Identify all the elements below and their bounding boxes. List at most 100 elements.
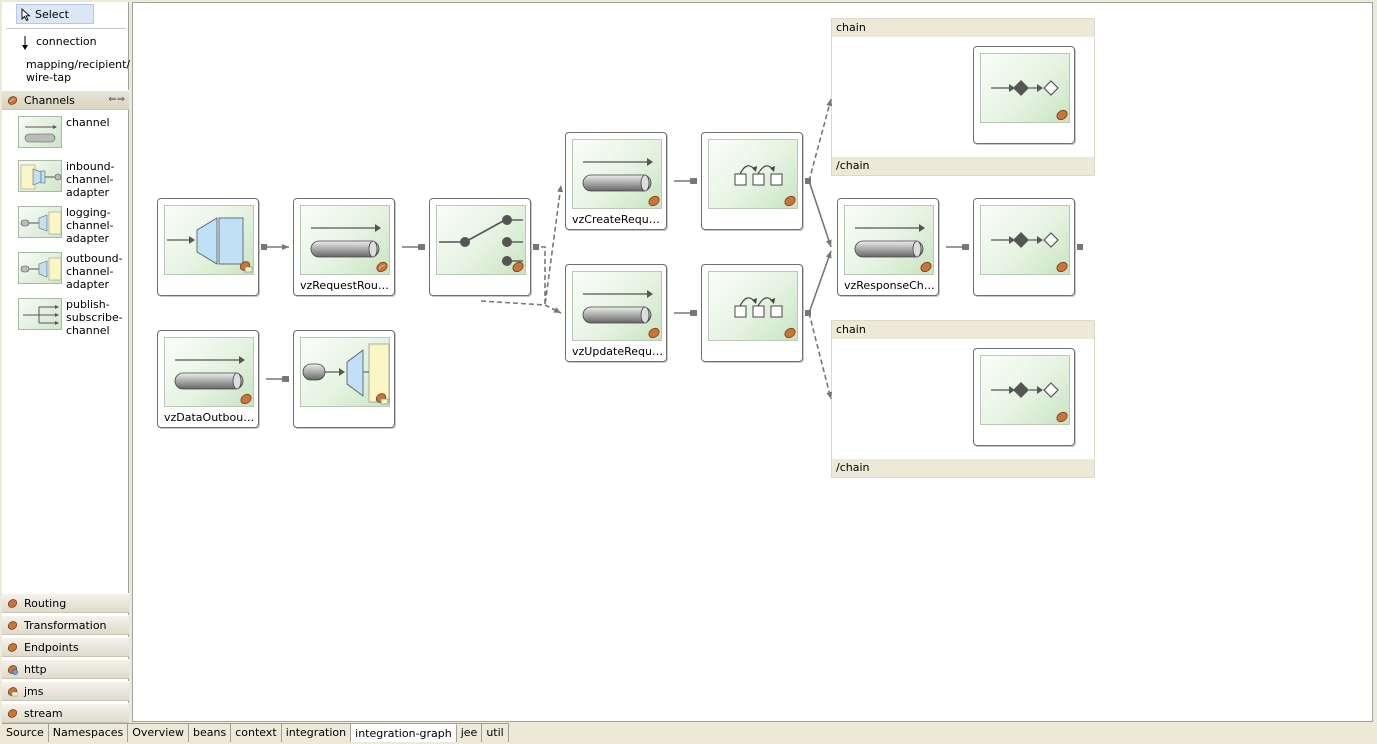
- create-request-channel-node[interactable]: vzCreateReque...: [565, 132, 667, 230]
- palette-item-label: publish- subscribe- channel: [66, 298, 123, 337]
- channel-figure: [844, 205, 934, 275]
- channels-drawer-label: Channels: [24, 93, 75, 107]
- palette-item-inbound-channel-adapter[interactable]: inbound- channel- adapter: [18, 160, 126, 199]
- chain-header: chain: [832, 19, 1094, 37]
- drawer-label: Routing: [24, 596, 67, 610]
- mapping-tool[interactable]: mapping/recipient/ wire-tap: [20, 58, 130, 84]
- drawer-routing[interactable]: Routing: [2, 593, 129, 613]
- select-tool[interactable]: Select: [16, 4, 94, 24]
- drawer-label: Transformation: [24, 618, 107, 632]
- drawer-http[interactable]: http: [2, 659, 129, 679]
- connection-tool-label: connection: [36, 35, 97, 48]
- chain-footer: /chain: [832, 157, 1094, 175]
- globe-bean-icon: [7, 664, 18, 675]
- palette-item-logging-channel-adapter[interactable]: logging- channel- adapter: [18, 206, 126, 245]
- service-activator-figure: [980, 355, 1070, 425]
- drawer-endpoints[interactable]: Endpoints: [2, 637, 129, 657]
- drawer-label: jms: [24, 684, 44, 698]
- edge-splitter-to-chain-bottom[interactable]: [808, 312, 833, 400]
- chain-service-activator-node-top[interactable]: [973, 46, 1075, 144]
- bean-badge-icon: [240, 393, 252, 405]
- tab-integration-graph[interactable]: integration-graph: [351, 724, 457, 742]
- solid-arrow-down-icon: [22, 36, 28, 50]
- bean-badge-icon: [1056, 261, 1068, 273]
- bean-badge-icon: [784, 195, 796, 207]
- node-caption: vzResponseCha...: [844, 279, 936, 292]
- bean-mail-badge-icon: [239, 261, 253, 273]
- node-caption: vzUpdateReque...: [572, 345, 664, 358]
- bean-badge-icon: [1056, 411, 1068, 423]
- bean-badge-icon: [784, 327, 796, 339]
- tab-beans[interactable]: beans: [189, 724, 232, 742]
- inbound-channel-adapter-node[interactable]: [157, 198, 259, 296]
- bean-badge-icon: [648, 327, 660, 339]
- bean-icon: [7, 620, 18, 630]
- palette-item-label: outbound- channel- adapter: [66, 252, 123, 291]
- channel-figure: [572, 139, 662, 209]
- bean-badge-icon: [376, 261, 388, 273]
- drawer-label: stream: [24, 706, 63, 720]
- drawer-label: Endpoints: [24, 640, 79, 654]
- edge-router-to-update[interactable]: [480, 300, 562, 314]
- channel-figure: [572, 271, 662, 341]
- bean-icon: [7, 95, 18, 105]
- tab-util[interactable]: util: [482, 724, 509, 742]
- palette-item-label: channel: [66, 116, 110, 129]
- splitter-node-top[interactable]: [701, 132, 803, 230]
- palette-item-label: logging- channel- adapter: [66, 206, 114, 245]
- palette-item-label: inbound- channel- adapter: [66, 160, 115, 199]
- collapse-arrows-icon[interactable]: ⇐⇒: [108, 94, 125, 105]
- select-tool-label: Select: [35, 7, 69, 21]
- splitter-figure: [708, 271, 798, 341]
- channels-drawer-header[interactable]: Channels ⇐⇒: [2, 90, 129, 110]
- palette-item-channel[interactable]: channel: [18, 116, 126, 148]
- inbound-adapter-thumb: [18, 160, 62, 192]
- outbound-channel-adapter-node[interactable]: [293, 330, 395, 428]
- service-activator-figure: [980, 205, 1070, 275]
- update-request-channel-node[interactable]: vzUpdateReque...: [565, 264, 667, 362]
- bean-badge-icon: [920, 261, 932, 273]
- edge-splitter-top-to-response[interactable]: [808, 180, 832, 248]
- splitter-figure: [708, 139, 798, 209]
- chain-service-activator-node-bottom[interactable]: [973, 348, 1075, 446]
- router-node[interactable]: [429, 198, 531, 296]
- chain-footer: /chain: [832, 459, 1094, 477]
- mail-bean-icon: [7, 686, 18, 696]
- splitter-node-bottom[interactable]: [701, 264, 803, 362]
- drawer-stream[interactable]: stream: [2, 703, 129, 723]
- edge-splitter-bottom-to-response[interactable]: [808, 250, 832, 314]
- integration-graph-canvas[interactable]: chain /chain chain /chain: [132, 2, 1373, 722]
- request-router-channel-node[interactable]: vzRequestRout...: [293, 198, 395, 296]
- palette-separator: [6, 28, 126, 29]
- tab-namespaces[interactable]: Namespaces: [48, 724, 129, 742]
- drawer-transformation[interactable]: Transformation: [2, 615, 129, 635]
- bean-mail-badge-icon: [375, 393, 389, 405]
- bean-badge-icon: [512, 261, 524, 273]
- data-outbound-channel-node[interactable]: vzDataOutboun...: [157, 330, 259, 428]
- response-channel-node[interactable]: vzResponseCha...: [837, 198, 939, 296]
- channel-figure: [164, 337, 254, 407]
- edge-splitter-to-chain-top[interactable]: [808, 98, 833, 182]
- bean-icon: [7, 708, 18, 718]
- outbound-adapter-thumb: [18, 252, 62, 284]
- channel-figure: [300, 205, 390, 275]
- inbound-adapter-figure: [164, 205, 254, 275]
- service-activator-node[interactable]: [973, 198, 1075, 296]
- channel-thumb: [18, 116, 62, 148]
- drawer-jms[interactable]: jms: [2, 681, 129, 701]
- palette: Select connection mapping/recipient/ wir…: [2, 2, 130, 723]
- palette-item-publish-subscribe-channel[interactable]: publish- subscribe- channel: [18, 298, 126, 337]
- tab-jee[interactable]: jee: [456, 724, 483, 742]
- connection-tool[interactable]: connection: [20, 35, 125, 51]
- connection-layer: [261, 98, 1083, 400]
- palette-item-outbound-channel-adapter[interactable]: outbound- channel- adapter: [18, 252, 126, 291]
- router-figure: [436, 205, 526, 275]
- tab-overview[interactable]: Overview: [128, 724, 190, 742]
- bean-badge-icon: [648, 195, 660, 207]
- edge-router-to-create[interactable]: [541, 184, 564, 306]
- tab-integration[interactable]: integration: [281, 724, 352, 742]
- tab-context[interactable]: context: [231, 724, 282, 742]
- drawer-label: http: [24, 662, 47, 676]
- service-activator-figure: [980, 53, 1070, 123]
- tab-source[interactable]: Source: [2, 724, 49, 742]
